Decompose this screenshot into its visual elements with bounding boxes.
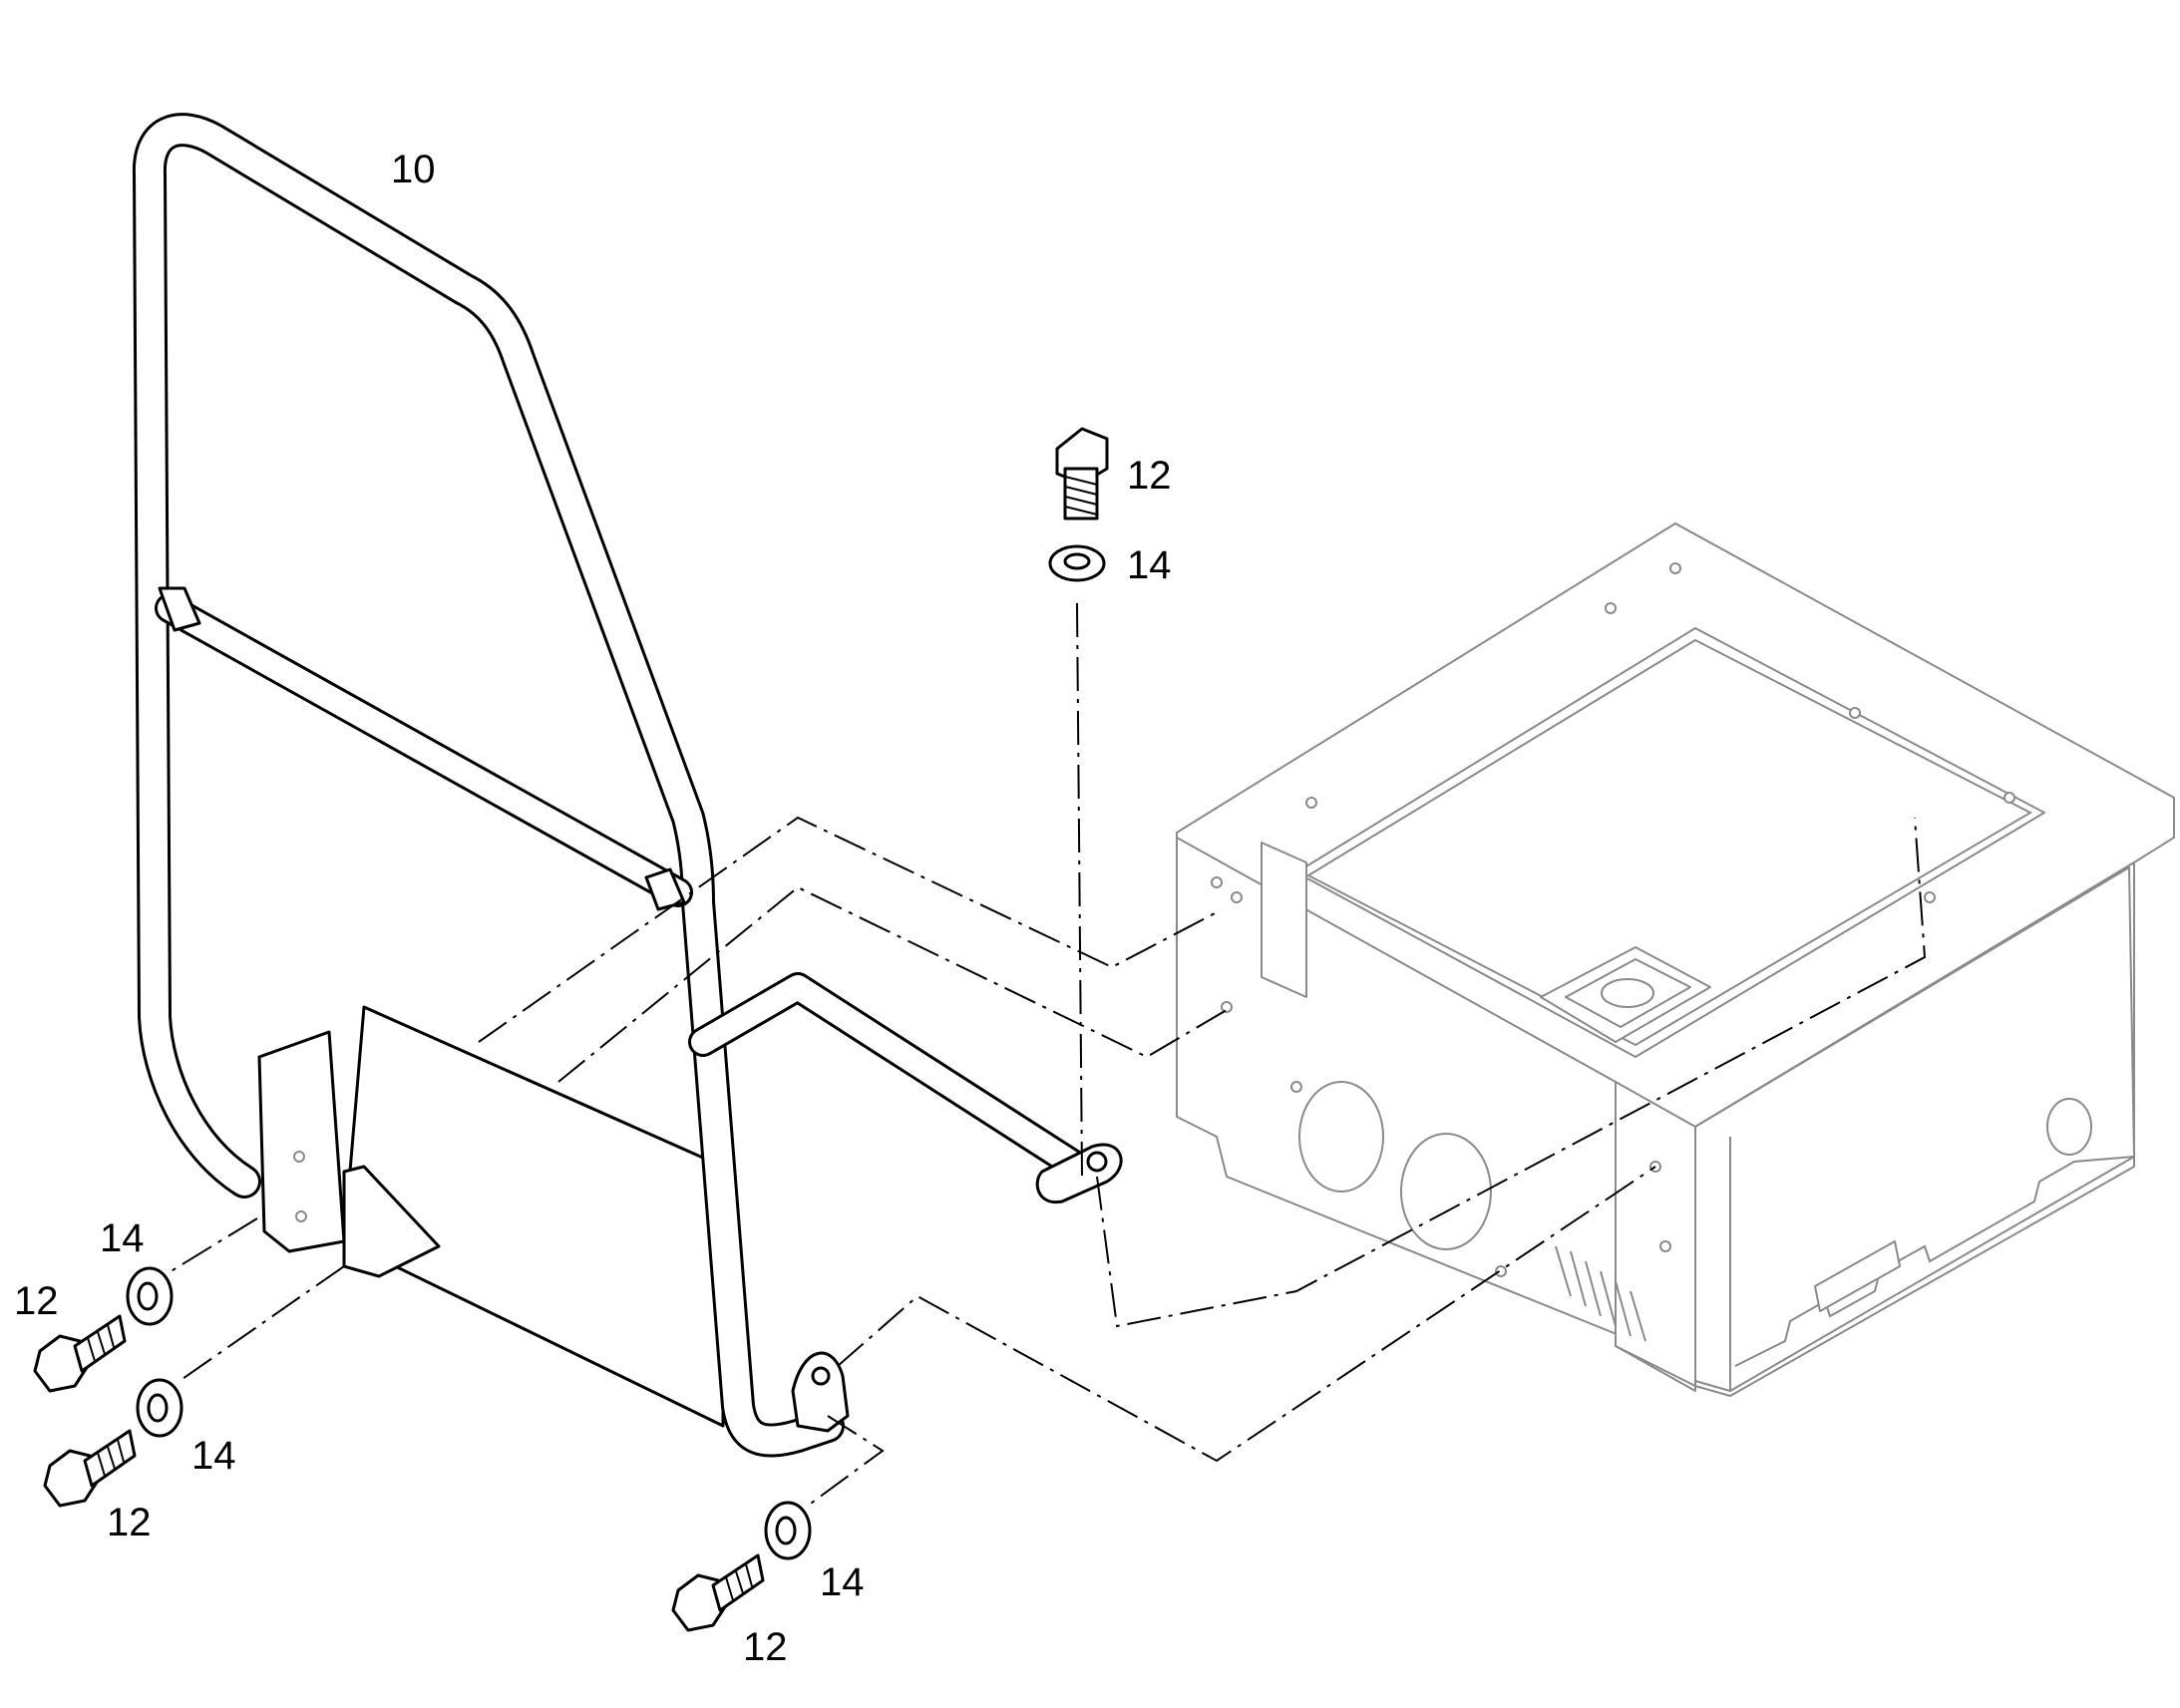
cab-top-panel [1295,627,2045,1058]
step-plate [257,1005,725,1428]
bolt-left-lower [43,1429,137,1508]
callout-washer-bottom: 14 [820,1560,865,1604]
step-plate-side [257,1030,346,1253]
cab-hatch [1540,946,1711,1043]
cab-port-hole-2 [1400,1133,1492,1250]
washer-top [1048,544,1106,582]
washer-left-upper [126,1266,174,1326]
callout-bolt-left-upper: 12 [14,1279,59,1323]
cab-base-assembly [1176,522,2175,1397]
step-plate-flange [342,1165,441,1278]
cab-vent-louvres [1555,1245,1646,1342]
bolt-bottom [671,1553,765,1632]
handrail-foot-tab [791,1351,850,1433]
washer-bottom [764,1501,812,1560]
callout-washer-left-upper: 14 [100,1216,145,1260]
step-plate-face [342,1005,725,1428]
leader-lines [154,602,1927,1507]
callout-washer-top: 14 [1127,543,1172,587]
callout-bolt-top: 12 [1127,454,1172,498]
handrail-frame [132,113,1123,1458]
bolt-top [1055,427,1109,520]
callout-handrail: 10 [391,148,436,191]
callout-bolt-bottom: 12 [743,1625,788,1669]
cab-bolt-holes [1211,562,2015,1277]
callout-washer-left-lower: 14 [191,1434,236,1478]
cab-port-hole-1 [1298,1081,1384,1193]
bolt-left-upper [33,1314,127,1393]
cab-port-hole-3 [2046,1098,2092,1156]
washer-left-lower [136,1378,183,1438]
callout-bolt-left-lower: 12 [107,1501,152,1544]
